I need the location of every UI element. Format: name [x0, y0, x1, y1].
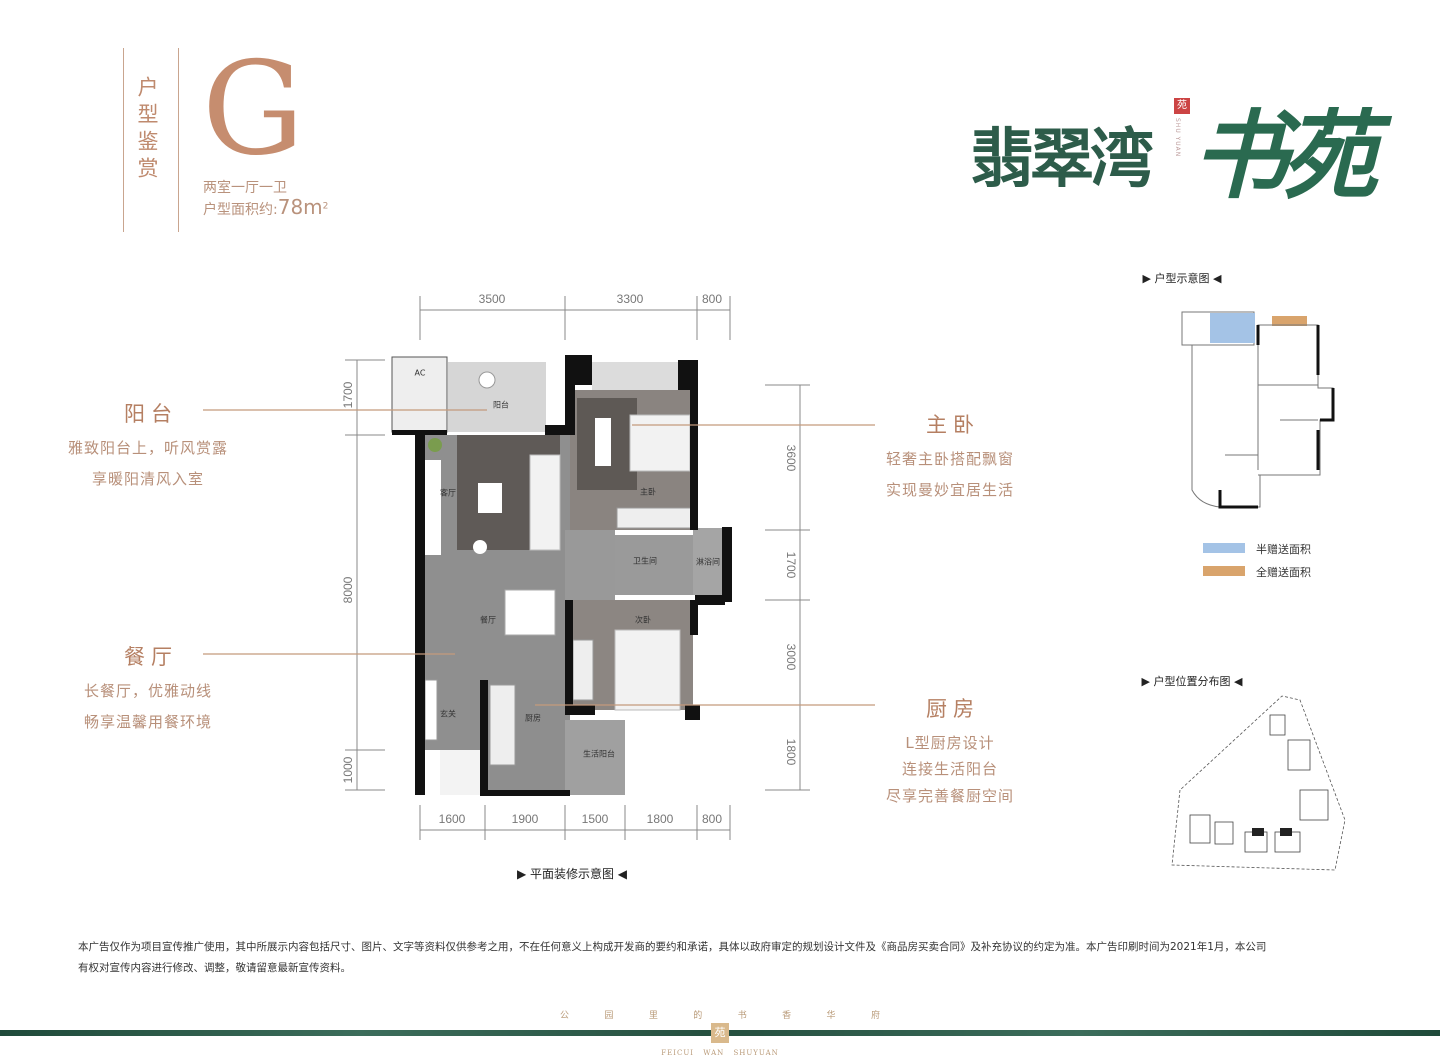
slogan-char: 公 [560, 1011, 570, 1021]
legend-label: 半赠送面积 [1256, 543, 1311, 556]
dim-bottom: 1500 [581, 812, 609, 826]
dim-top: 800 [701, 292, 723, 306]
divider [178, 48, 179, 232]
dim-top: 3300 [616, 292, 644, 306]
callout-desc: 享暖阳清风入室 [91, 470, 205, 488]
room-label-utility: 生活阳台 [583, 749, 615, 759]
dim-top: 3500 [478, 292, 506, 306]
brand-seal-text: SHU YUAN [1174, 118, 1181, 158]
slogan-char: 香 [782, 1011, 792, 1021]
area-sup: 2 [322, 201, 329, 212]
plan-caption: ▶ 平面装修示意图 ◀ [516, 867, 628, 881]
footer-english: FEICUI WAN SHUYUAN [661, 1049, 779, 1057]
brand-seal: 苑 [1174, 98, 1190, 114]
legend-swatch-full [1203, 566, 1245, 576]
dim-left: 8000 [341, 576, 355, 604]
footer-seal: 苑 [711, 1023, 729, 1043]
room-label-ac: AC [414, 368, 426, 378]
callout-desc: 雅致阳台上，听风赏露 [67, 439, 229, 457]
dim-left: 1700 [341, 381, 355, 409]
site-map [1171, 695, 1346, 871]
room-label-bath: 卫生间 [633, 556, 657, 566]
area-value: 78m [277, 195, 323, 219]
slogan-char: 里 [648, 1011, 658, 1021]
layout-text: 两室一厅一卫 [203, 180, 287, 196]
room-label-master: 主卧 [640, 487, 656, 497]
dim-right: 1700 [784, 551, 798, 579]
dim-bottom: 1600 [438, 812, 466, 826]
dimension-lines [345, 296, 810, 840]
slogan-char: 的 [693, 1011, 703, 1021]
legend-label: 全赠送面积 [1256, 566, 1311, 579]
slogan-char: 书 [737, 1011, 747, 1021]
dim-bottom: 1800 [646, 812, 674, 826]
callout-title-dining: 餐厅 [124, 645, 178, 669]
slogan-char: 园 [604, 1011, 614, 1021]
area-text: 户型面积约:78m2 [203, 195, 328, 219]
dim-right: 1800 [784, 738, 798, 766]
room-label-kitchen: 厨房 [525, 713, 541, 723]
callout-desc: 尽享完善餐厨空间 [885, 787, 1015, 805]
callout-desc: 畅享温馨用餐环境 [83, 713, 213, 731]
schematic-plan [1181, 311, 1334, 508]
dim-left: 1000 [341, 756, 355, 784]
slogan-char: 华 [826, 1011, 836, 1021]
room-label-balcony: 阳台 [493, 400, 509, 410]
footer-slogan: 公 园 里 的 书 香 华 府 [560, 1008, 880, 1021]
callout-desc: 轻奢主卧搭配飘窗 [885, 450, 1015, 468]
callout-title-kitchen: 厨房 [926, 697, 980, 721]
room-label-dining: 餐厅 [480, 615, 496, 625]
callout-title-balcony: 阳台 [124, 402, 178, 426]
area-label: 户型面积约: [203, 202, 278, 218]
brand-name-part1: 翡翠湾 [970, 122, 1154, 197]
unit-letter: G [202, 35, 305, 184]
slogan-char: 府 [870, 1011, 880, 1021]
room-label-second: 次卧 [635, 615, 651, 625]
dim-right: 3600 [784, 444, 798, 472]
callout-desc: 长餐厅，优雅动线 [83, 682, 213, 700]
legend-swatch-half [1203, 543, 1245, 553]
disclaimer-line: 本广告仅作为项目宣传推广使用，其中所展示内容包括尺寸、图片、文字等资料仅供参考之… [78, 941, 1267, 953]
callout-title-master: 主卧 [926, 413, 980, 437]
room-label-living: 客厅 [440, 488, 456, 498]
room-label-shower: 淋浴间 [696, 557, 720, 567]
room-label-entry: 玄关 [440, 709, 456, 719]
callout-desc: L型厨房设计 [905, 734, 995, 752]
dim-right: 3000 [784, 643, 798, 671]
brand-name-part2: 书苑 [1192, 99, 1378, 212]
divider [123, 48, 124, 232]
schematic-title: ▶ 户型示意图 ◀ [1142, 272, 1222, 285]
callout-desc: 连接生活阳台 [901, 760, 999, 778]
dim-bottom: 800 [701, 812, 723, 826]
section-title: 户型鉴赏 [135, 76, 159, 184]
dim-bottom: 1900 [511, 812, 539, 826]
callout-desc: 实现曼妙宜居生活 [885, 481, 1015, 499]
site-title: ▶ 户型位置分布图 ◀ [1141, 675, 1243, 688]
disclaimer-line: 有权对宣传内容进行修改、调整，敬请留意最新宣传资料。 [78, 962, 351, 974]
